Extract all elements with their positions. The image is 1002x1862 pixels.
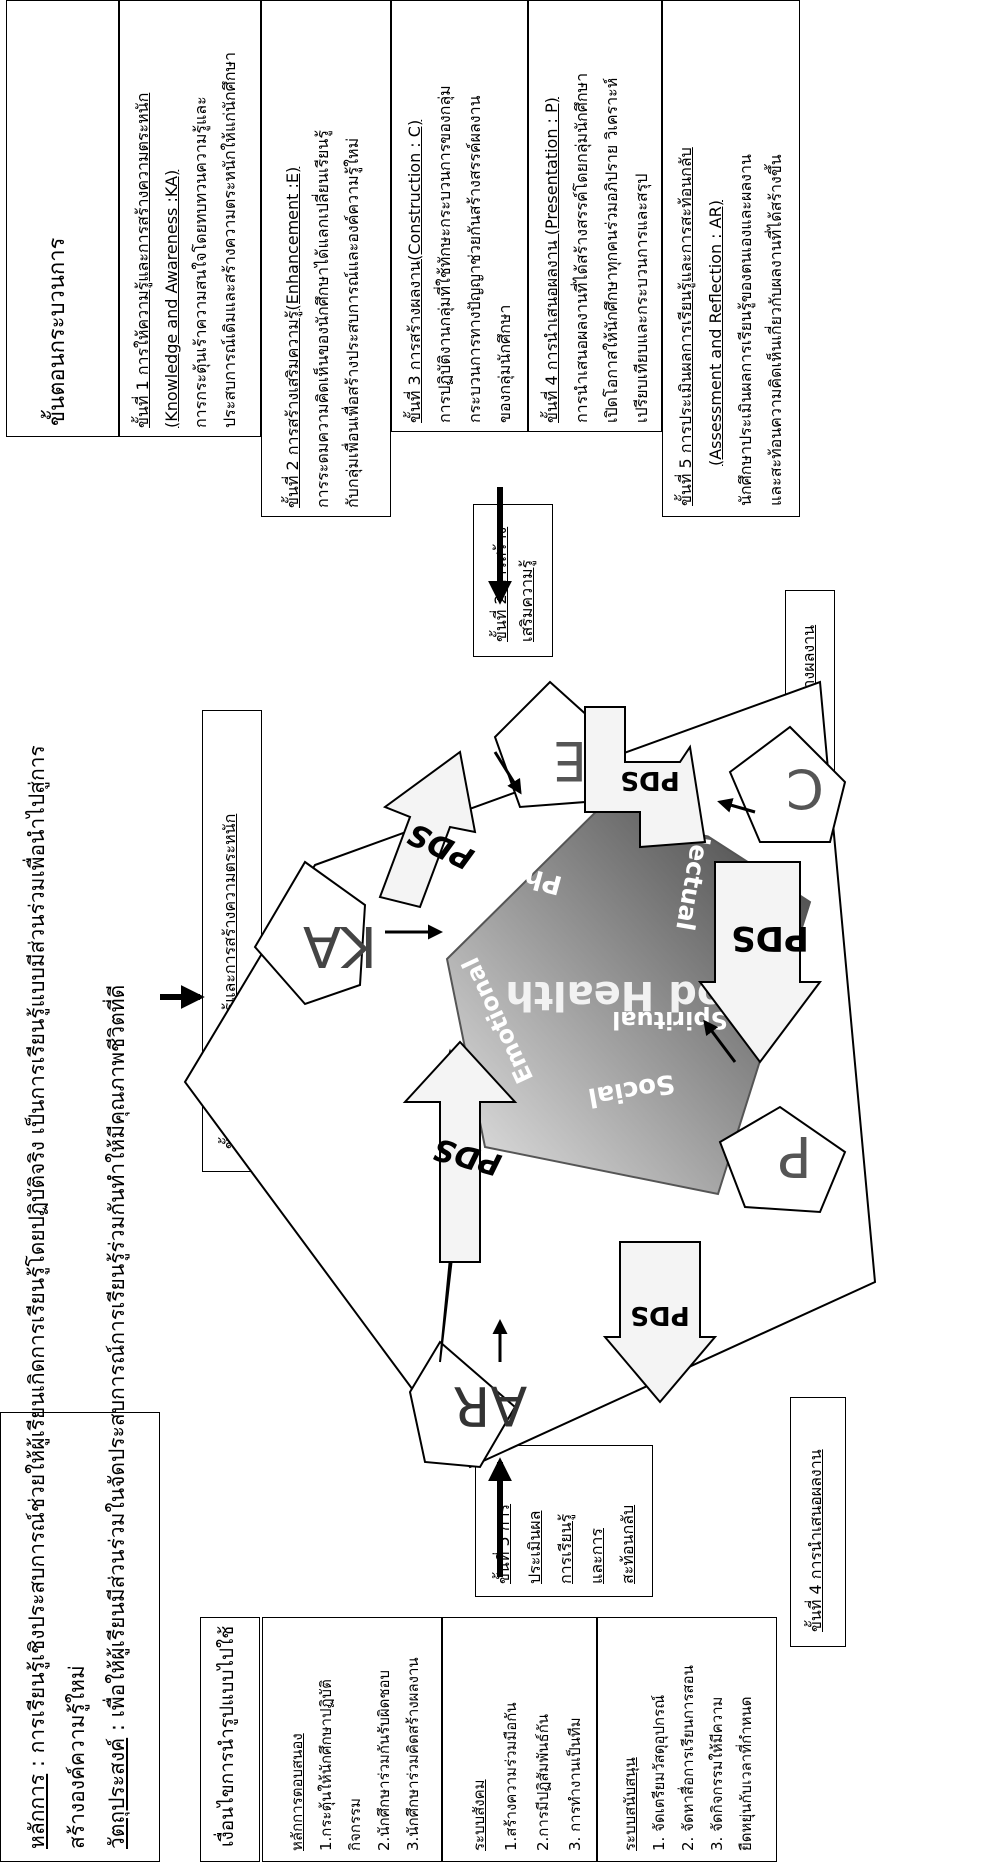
pds-arrow-e-c: PDS — [584, 706, 707, 849]
node-ar: AR — [408, 1340, 527, 1469]
arrow-p-center — [703, 1019, 737, 1063]
pds-label-e-c: PDS — [620, 765, 679, 795]
arrow-e-center — [493, 751, 522, 795]
pds-arrow-c-p: PDS — [698, 861, 822, 1064]
node-c-label: C — [786, 757, 824, 820]
node-ar-label: AR — [453, 1374, 527, 1437]
node-p-label: P — [778, 1123, 812, 1188]
node-ka-label: KA — [303, 913, 377, 978]
pds-label-p-ar: PDS — [630, 1300, 689, 1330]
arrow-c-center — [717, 798, 756, 814]
node-p: P — [718, 1105, 847, 1214]
node-ka: KA — [253, 860, 377, 1006]
node-e-label: E — [553, 729, 587, 792]
pds-arrow-ka-e: PDS — [378, 750, 479, 909]
pds-arrow-p-ar: PDS — [602, 1241, 718, 1404]
pds-label-c-p: PDS — [731, 918, 809, 958]
node-c: C — [728, 725, 847, 843]
